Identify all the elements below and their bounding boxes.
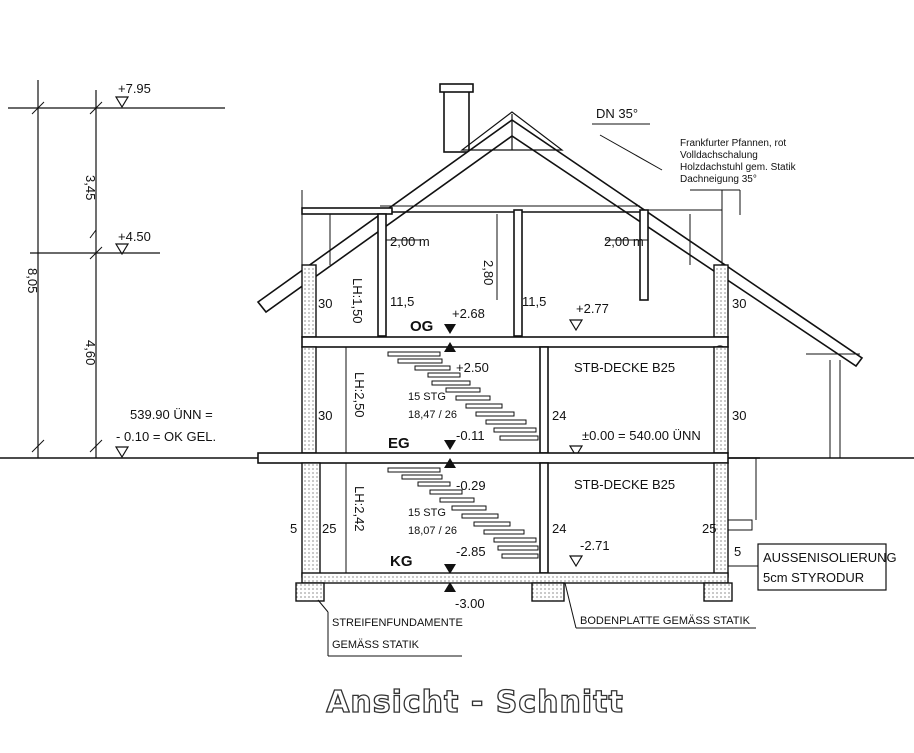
eg-stair-count: 15 STG (408, 391, 446, 403)
eg-level-floor: -0.11 (456, 428, 485, 443)
og-inner-wall-left: 11,5 (390, 294, 414, 309)
kg-level-stair-top: -0.29 (456, 478, 486, 493)
og-level-left: +2.68 (452, 306, 485, 321)
ground-level-line2: - 0.10 = OK GEL. (116, 429, 216, 444)
eg-label: EG (388, 435, 410, 452)
attic-width-right: 2,00 m (604, 234, 644, 249)
eg-level-right: ±0.00 = 540.00 ÜNN (582, 428, 701, 443)
insulation-line1: AUSSENISOLIERUNG (763, 550, 897, 565)
kg-stairs (387, 467, 539, 559)
roof-angle: DN 35° (596, 106, 638, 121)
roof-note-line3: Holzdachstuhl gem. Statik (680, 162, 797, 173)
eg-lh: LH:2,50 (352, 372, 367, 418)
og-inner-wall-right: 11,5 (522, 294, 546, 309)
kg-wall-left: 25 (322, 521, 336, 536)
kg-level-right: -2.71 (580, 538, 610, 553)
eg-wall-left: 30 (318, 408, 332, 423)
kg-insul-left: 5 (290, 521, 297, 536)
eg-inner-wall: 24 (552, 408, 566, 423)
eg-stair-ratio: 18,47 / 26 (408, 409, 457, 421)
caption: Ansicht - Schnitt (326, 685, 624, 720)
kg-stair-ratio: 18,07 / 26 (408, 525, 457, 537)
foundation-left (295, 582, 325, 602)
kg-insul-right: 5 (734, 544, 741, 559)
og-slab (301, 336, 729, 348)
og-ceiling-label: STB-DECKE B25 (574, 360, 675, 375)
og-wall-left: 30 (318, 296, 332, 311)
kg-inner-wall: 24 (552, 521, 566, 536)
kg-label: KG (390, 553, 413, 570)
eg-level-stair-top: +2.50 (456, 360, 489, 375)
roof-note: Frankfurter Pfannen, rot Volldachschalun… (680, 138, 797, 185)
foundation-line2: GEMÄSS STATIK (332, 639, 420, 651)
level-rulers (8, 80, 225, 459)
eg-slab (257, 452, 729, 464)
foundation-middle (531, 582, 565, 602)
insulation-callout (728, 543, 887, 591)
eg-level-marker (568, 445, 584, 458)
level-eaves: +4.50 (118, 229, 151, 244)
ground-level-line1: 539.90 ÜNN = (130, 407, 213, 422)
og-floor (301, 209, 729, 338)
axis-markers (444, 324, 456, 592)
roof-note-line2: Volldachschalung (680, 150, 758, 161)
kg-level-floor: -2.85 (456, 544, 486, 559)
kg-level-bottom: -3.00 (455, 596, 485, 611)
roof-note-line1: Frankfurter Pfannen, rot (680, 138, 786, 149)
dim-left-total: 8,05 (25, 268, 40, 293)
level-marker-top (114, 96, 130, 109)
kg-wall-right: 25 (702, 521, 716, 536)
foundation-right (703, 582, 733, 602)
kg-lh: LH:2,42 (352, 486, 367, 532)
eg-stairs (387, 351, 539, 441)
dim-left-lower: 4,60 (83, 340, 98, 365)
baseplate-label: BODENPLATTE GEMÄSS STATIK (580, 615, 751, 627)
og-label: OG (410, 318, 433, 335)
chimney (439, 83, 474, 153)
kg-stair-count: 15 STG (408, 507, 446, 519)
foundation-line1: STREIFENFUNDAMENTE (332, 617, 463, 629)
dim-left-upper: 3,45 (83, 175, 98, 200)
eg-ceiling-label: STB-DECKE B25 (574, 477, 675, 492)
level-marker-ground (114, 446, 130, 459)
eg-floor (301, 346, 729, 454)
og-lh: LH:1,50 (350, 278, 365, 324)
level-top: +7.95 (118, 81, 151, 96)
kg-floor (301, 462, 753, 578)
kg-level-marker (568, 555, 584, 568)
og-level-marker (568, 319, 584, 332)
attic-height: 2,80 (481, 260, 496, 285)
foundation-callout (317, 599, 462, 657)
attic-width-left: 2,00 m (390, 234, 430, 249)
og-level-right: +2.77 (576, 301, 609, 316)
roof-note-line4: Dachneigung 35° (680, 174, 757, 185)
base-plate (301, 572, 729, 584)
og-wall-right: 30 (732, 296, 746, 311)
insulation-line2: 5cm STYRODUR (763, 570, 864, 585)
roof (256, 111, 864, 458)
eg-wall-right: 30 (732, 408, 746, 423)
level-marker-eaves (114, 243, 130, 256)
baseplate-callout (564, 582, 756, 629)
